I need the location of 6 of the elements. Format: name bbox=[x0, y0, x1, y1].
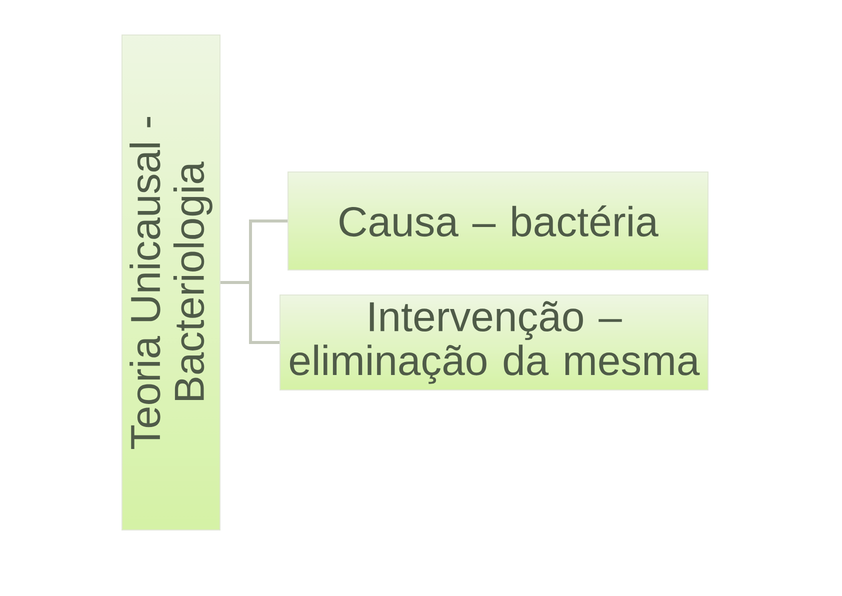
connector-line bbox=[220, 280, 250, 284]
process-box: Intervenção – eliminação da mesma bbox=[280, 294, 708, 390]
heading-box: Teoria Unicausal - Bacteriologia bbox=[122, 34, 220, 530]
process-box: Causa – bactéria bbox=[288, 171, 708, 270]
connector-line bbox=[249, 282, 280, 344]
connector-line bbox=[249, 219, 288, 282]
